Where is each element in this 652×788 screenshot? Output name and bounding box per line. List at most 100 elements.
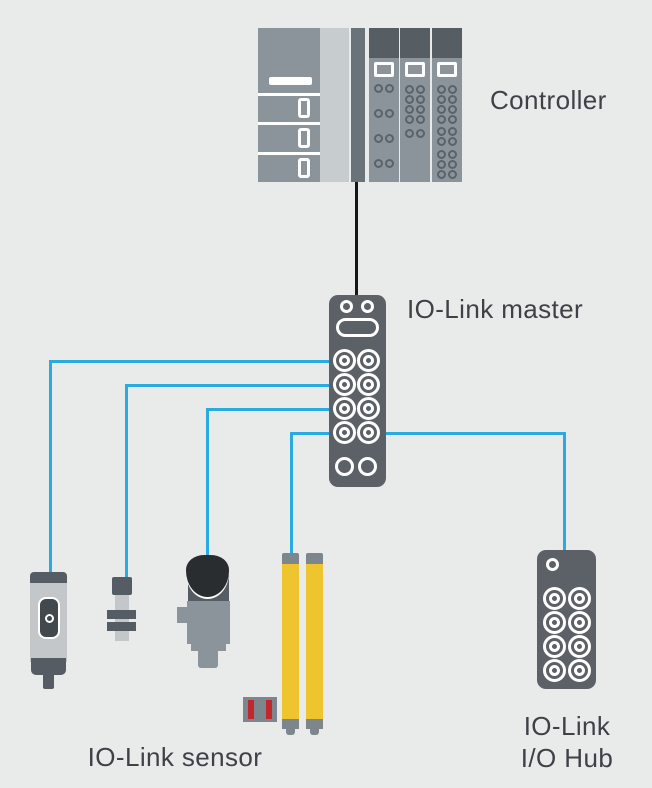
wire-master-hub-v xyxy=(563,432,566,551)
status-led-icon xyxy=(340,300,353,313)
curtain-foot xyxy=(310,729,319,735)
wire-master-light-curtain-v xyxy=(290,432,293,555)
cpu-connector-icon xyxy=(298,158,310,178)
io-dots-row xyxy=(432,115,462,124)
m12-port-icon xyxy=(567,587,591,610)
curtain-beam xyxy=(306,564,323,719)
m12-port-icon xyxy=(333,421,356,444)
curtain-beam xyxy=(282,564,299,719)
io-dots-row xyxy=(432,160,462,169)
sensor-lower-block xyxy=(191,642,226,651)
sensor-stub xyxy=(198,650,218,668)
controller-light-column xyxy=(320,28,349,182)
m12-port-icon xyxy=(543,635,566,658)
m12-port-icon xyxy=(543,611,566,634)
cpu-divider xyxy=(258,152,320,155)
sensor-side-tab xyxy=(177,607,189,623)
io-link-master-device xyxy=(329,295,386,487)
io-dots-row xyxy=(369,84,399,93)
m12-port-icon xyxy=(543,659,566,682)
io-dots-row xyxy=(432,137,462,146)
sensor-stub xyxy=(43,675,54,689)
io-dots-row xyxy=(369,134,399,143)
mounting-hole-icon xyxy=(358,457,377,476)
m12-port-icon xyxy=(567,659,591,682)
module-top-band xyxy=(369,28,399,58)
sensor-lens-window xyxy=(38,597,60,639)
controller-dark-column xyxy=(351,28,365,182)
curtain-top-cap xyxy=(282,553,299,564)
inductive-sensor xyxy=(107,577,137,642)
wire-master-dome-sensor-v xyxy=(206,408,209,557)
hex-nut-band xyxy=(107,622,136,631)
module-connector-icon xyxy=(374,62,394,77)
io-dots-row xyxy=(432,105,462,114)
hub-label-line1: IO-Link xyxy=(523,711,611,741)
curtain-bar-2 xyxy=(306,553,323,736)
io-link-io-hub-device xyxy=(537,550,596,689)
curtain-bottom-cap xyxy=(282,719,299,729)
hub-label-line2: I/O Hub xyxy=(520,743,614,773)
reflector-red-stripe xyxy=(248,700,254,719)
sensor-body xyxy=(187,601,230,644)
io-module-3 xyxy=(432,28,462,182)
hex-nut-band xyxy=(107,610,136,619)
controller-cpu-block xyxy=(258,28,320,182)
sensor-dome-icon xyxy=(186,555,229,597)
io-dots-row xyxy=(432,150,462,159)
io-dots-row xyxy=(400,115,430,124)
controller-label: Controller xyxy=(490,85,607,115)
cpu-display-bar xyxy=(269,77,312,85)
hub-port-grid xyxy=(543,587,591,682)
cpu-connector-icon xyxy=(298,98,310,118)
module-top-band xyxy=(400,28,430,58)
display-window-icon xyxy=(336,318,379,337)
lens-icon xyxy=(45,614,54,623)
reflector-device xyxy=(243,697,277,722)
wire-master-hub-h xyxy=(385,432,566,435)
master-label: IO-Link master xyxy=(407,294,584,324)
curtain-bottom-cap xyxy=(306,719,323,729)
dome-sensor xyxy=(177,555,232,670)
wire-master-photoelectric-h xyxy=(49,360,330,363)
master-port-grid xyxy=(333,349,380,444)
io-module-1 xyxy=(369,28,399,182)
io-dots-row xyxy=(400,105,430,114)
controller-master-wire xyxy=(355,182,358,296)
sensor-bottom-cap xyxy=(31,658,66,675)
m12-port-icon xyxy=(357,373,380,396)
reflector-red-stripe xyxy=(266,700,272,719)
module-top-band xyxy=(432,28,462,58)
module-connector-icon xyxy=(437,62,457,77)
light-curtain xyxy=(243,553,325,736)
m12-port-icon xyxy=(357,397,380,420)
io-dots-row xyxy=(432,85,462,94)
m12-port-icon xyxy=(333,349,356,372)
m12-port-icon xyxy=(567,611,591,634)
sensor-group-label: IO-Link sensor xyxy=(87,742,263,772)
io-dots-row xyxy=(400,85,430,94)
hub-label: IO-Link I/O Hub xyxy=(506,710,628,774)
io-dots-row xyxy=(369,109,399,118)
io-dots-row xyxy=(432,95,462,104)
m12-port-icon xyxy=(357,349,380,372)
cpu-divider xyxy=(258,122,320,125)
wire-master-inductive-h xyxy=(125,384,330,387)
io-module-2 xyxy=(400,28,430,182)
sensor-top-cap xyxy=(30,572,67,583)
status-led-icon xyxy=(546,558,559,571)
curtain-bar-1 xyxy=(282,553,299,736)
module-connector-icon xyxy=(405,62,425,77)
cpu-connector-icon xyxy=(298,128,310,148)
m12-port-icon xyxy=(357,421,380,444)
m12-port-icon xyxy=(333,373,356,396)
status-led-icon xyxy=(361,300,374,313)
curtain-foot xyxy=(286,729,295,735)
cpu-divider xyxy=(258,93,320,96)
io-dots-row xyxy=(400,95,430,104)
wire-master-photoelectric-v xyxy=(49,360,52,574)
wire-master-inductive-v xyxy=(125,384,128,579)
sensor-connector xyxy=(112,577,132,595)
io-dots-row xyxy=(400,129,430,138)
